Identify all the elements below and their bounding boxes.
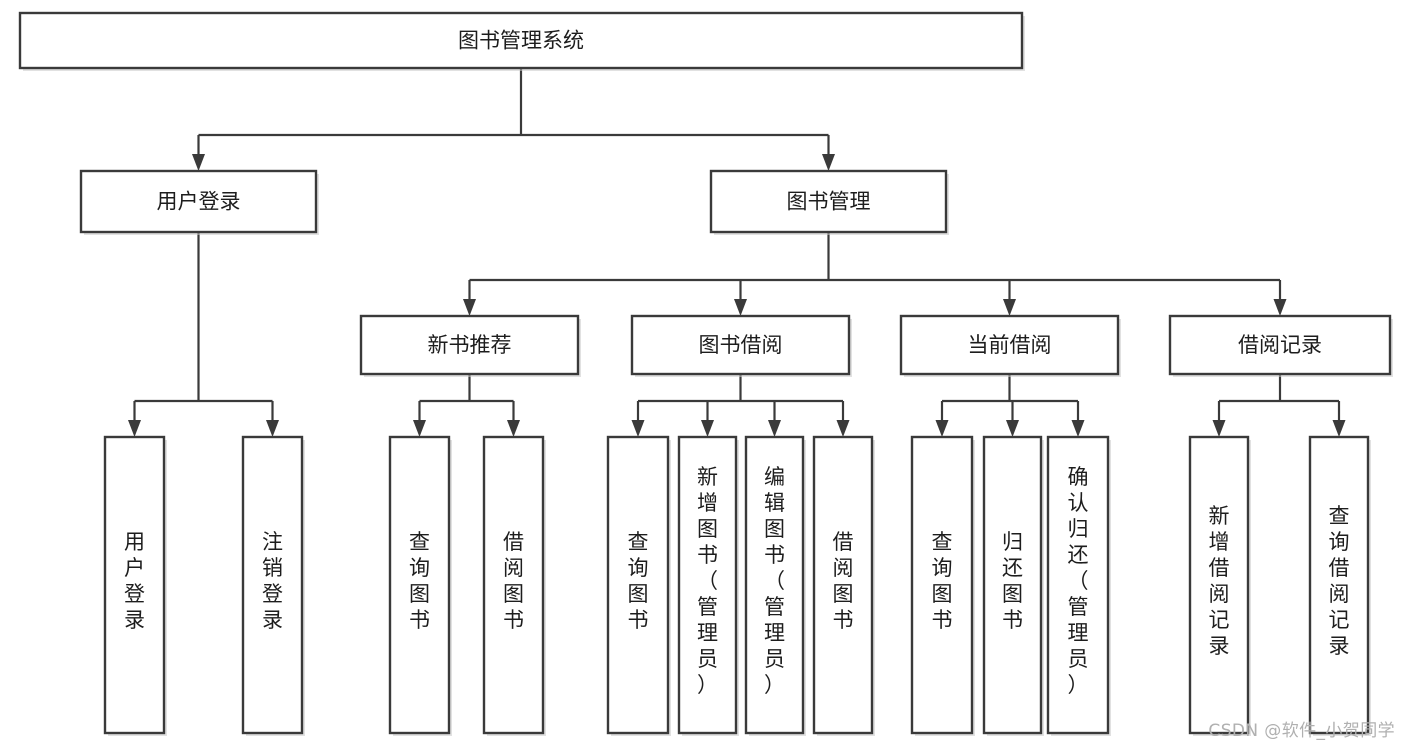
node-label-leaf-edit-book: 编辑图书（管理员） — [764, 465, 785, 697]
arrow-head-leaf-query-book-cb — [935, 420, 949, 437]
node-rect-leaf-confirm-return[interactable] — [1046, 435, 1110, 735]
connector-layer — [128, 68, 1346, 437]
node-rect-borrow-record[interactable] — [1168, 314, 1392, 376]
node-label-leaf-borrow-book-rec: 借阅图书 — [503, 530, 524, 632]
node-rect-user-login[interactable] — [79, 169, 318, 234]
node-label-root: 图书管理系统 — [458, 29, 584, 53]
node-leaf-return-book[interactable]: 归还图书 — [982, 435, 1044, 736]
node-label-user-login: 用户登录 — [157, 190, 241, 214]
node-leaf-user-login[interactable]: 用户登录 — [103, 435, 167, 736]
node-rect-current-borrow[interactable] — [899, 314, 1120, 376]
node-book-manage[interactable]: 图书管理 — [709, 169, 949, 235]
node-rect-leaf-query-record[interactable] — [1308, 435, 1370, 735]
arrow-head-book-borrow — [734, 299, 747, 316]
arrow-head-leaf-query-book-bb — [631, 420, 645, 437]
node-label-book-borrow: 图书借阅 — [699, 333, 783, 357]
node-label-leaf-confirm-return: 确认归还（管理员） — [1068, 465, 1089, 697]
node-rect-leaf-add-book[interactable] — [677, 435, 738, 735]
arrow-head-leaf-query-record — [1332, 420, 1346, 437]
node-rect-leaf-add-record[interactable] — [1188, 435, 1250, 735]
node-borrow-record[interactable]: 借阅记录 — [1168, 314, 1393, 377]
arrow-head-leaf-return-book — [1006, 420, 1019, 437]
node-rect-leaf-query-book-bb[interactable] — [606, 435, 670, 735]
node-leaf-confirm-return[interactable]: 确认归还（管理员） — [1046, 435, 1111, 736]
node-leaf-edit-book[interactable]: 编辑图书（管理员） — [744, 435, 806, 736]
node-leaf-query-book-rec[interactable]: 查询图书 — [388, 435, 452, 736]
node-rect-leaf-query-book-cb[interactable] — [910, 435, 974, 735]
arrow-head-new-book-rec — [463, 299, 476, 316]
node-rect-leaf-query-book-rec[interactable] — [388, 435, 451, 735]
arrow-head-borrow-record — [1273, 299, 1287, 316]
node-label-leaf-query-book-cb: 查询图书 — [932, 530, 953, 632]
arrow-head-leaf-borrow-book-rec — [507, 420, 520, 437]
node-label-book-manage: 图书管理 — [787, 190, 871, 214]
node-rect-new-book-rec[interactable] — [359, 314, 580, 376]
node-user-login[interactable]: 用户登录 — [79, 169, 319, 235]
arrow-head-leaf-confirm-return — [1071, 420, 1085, 437]
arrow-head-current-borrow — [1003, 299, 1016, 316]
node-rect-leaf-return-book[interactable] — [982, 435, 1043, 735]
node-root[interactable]: 图书管理系统 — [18, 11, 1025, 71]
arrow-head-leaf-borrow-book-bb — [836, 420, 850, 437]
node-label-leaf-query-record: 查询借阅记录 — [1329, 504, 1350, 658]
node-label-leaf-return-book: 归还图书 — [1002, 530, 1023, 632]
node-leaf-query-book-cb[interactable]: 查询图书 — [910, 435, 975, 736]
node-label-leaf-add-record: 新增借阅记录 — [1209, 504, 1230, 658]
node-leaf-logout[interactable]: 注销登录 — [241, 435, 305, 736]
node-rect-root[interactable] — [18, 11, 1024, 70]
node-leaf-borrow-book-rec[interactable]: 借阅图书 — [482, 435, 546, 736]
node-label-leaf-logout: 注销登录 — [262, 530, 283, 632]
node-label-leaf-user-login: 用户登录 — [124, 530, 145, 632]
node-rect-leaf-borrow-book-bb[interactable] — [812, 435, 874, 735]
node-rect-leaf-user-login[interactable] — [103, 435, 166, 735]
node-leaf-add-record[interactable]: 新增借阅记录 — [1188, 435, 1251, 736]
node-rect-leaf-borrow-book-rec[interactable] — [482, 435, 545, 735]
node-rect-leaf-edit-book[interactable] — [744, 435, 805, 735]
node-book-borrow[interactable]: 图书借阅 — [630, 314, 852, 377]
arrow-head-user-login — [192, 154, 205, 171]
node-leaf-query-book-bb[interactable]: 查询图书 — [606, 435, 671, 736]
node-current-borrow[interactable]: 当前借阅 — [899, 314, 1121, 377]
node-new-book-rec[interactable]: 新书推荐 — [359, 314, 581, 377]
node-leaf-add-book[interactable]: 新增图书（管理员） — [677, 435, 739, 736]
node-label-leaf-query-book-bb: 查询图书 — [628, 530, 649, 632]
arrow-head-leaf-add-record — [1212, 420, 1226, 437]
arrow-head-book-manage — [822, 154, 835, 171]
node-leaf-query-record[interactable]: 查询借阅记录 — [1308, 435, 1371, 736]
arrow-head-leaf-edit-book — [768, 420, 781, 437]
node-label-current-borrow: 当前借阅 — [968, 333, 1052, 357]
node-layer: 图书管理系统用户登录图书管理新书推荐图书借阅当前借阅借阅记录用户登录注销登录查询… — [18, 11, 1393, 736]
arrow-head-leaf-user-login — [128, 420, 141, 437]
node-rect-leaf-logout[interactable] — [241, 435, 304, 735]
node-leaf-borrow-book-bb[interactable]: 借阅图书 — [812, 435, 875, 736]
node-label-leaf-borrow-book-bb: 借阅图书 — [833, 530, 854, 632]
arrow-head-leaf-query-book-rec — [413, 420, 426, 437]
node-label-leaf-add-book: 新增图书（管理员） — [697, 465, 718, 697]
arrow-head-leaf-add-book — [701, 420, 714, 437]
node-rect-book-borrow[interactable] — [630, 314, 851, 376]
arrow-head-leaf-logout — [266, 420, 279, 437]
node-label-borrow-record: 借阅记录 — [1238, 333, 1322, 357]
node-rect-book-manage[interactable] — [709, 169, 948, 234]
node-label-leaf-query-book-rec: 查询图书 — [409, 530, 430, 632]
node-label-new-book-rec: 新书推荐 — [428, 333, 512, 357]
